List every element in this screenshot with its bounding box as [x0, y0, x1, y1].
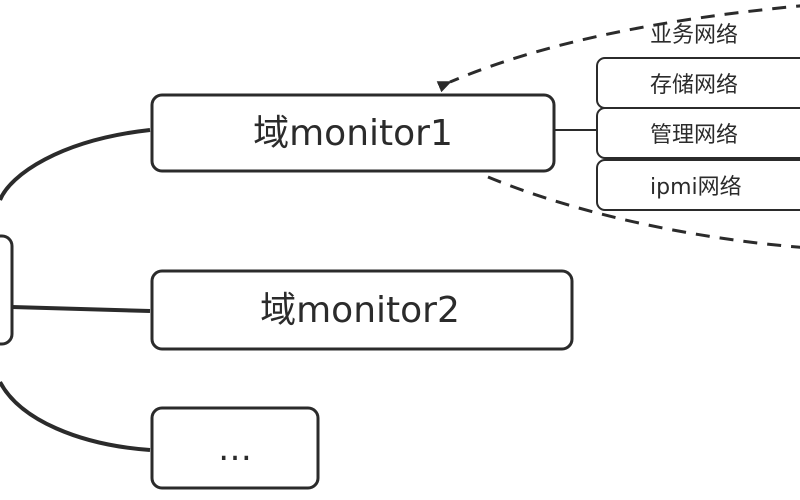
node-monitor2-box	[150, 269, 574, 351]
node-monitor2: 域monitor2	[150, 269, 574, 351]
connector-to-more	[0, 381, 151, 452]
network-list: 业务网络 存储网络 管理网络 ipmi网络	[596, 14, 800, 211]
node-more-label: …	[218, 429, 252, 469]
network-label-business: 业务网络	[650, 23, 738, 48]
node-more-box	[150, 406, 320, 490]
network-label-ipmi: ipmi网络	[650, 175, 742, 200]
network-box-ipmi	[596, 159, 800, 211]
network-label-storage: 存储网络	[650, 73, 738, 98]
node-monitor1: 域monitor1	[150, 93, 556, 173]
node-monitor1-box	[150, 93, 556, 173]
parent-node-box	[0, 234, 14, 346]
network-label-bg-business	[640, 14, 800, 50]
node-monitor2-label: 域monitor2	[260, 290, 460, 331]
node-monitor1-label: 域monitor1	[253, 113, 453, 154]
node-more: …	[150, 406, 320, 490]
connector-to-monitor1	[0, 128, 151, 201]
dashed-arc-top	[436, 4, 800, 93]
network-box-management	[596, 107, 800, 159]
network-label-management: 管理网络	[650, 123, 738, 148]
connector-to-monitor2	[11, 305, 151, 313]
